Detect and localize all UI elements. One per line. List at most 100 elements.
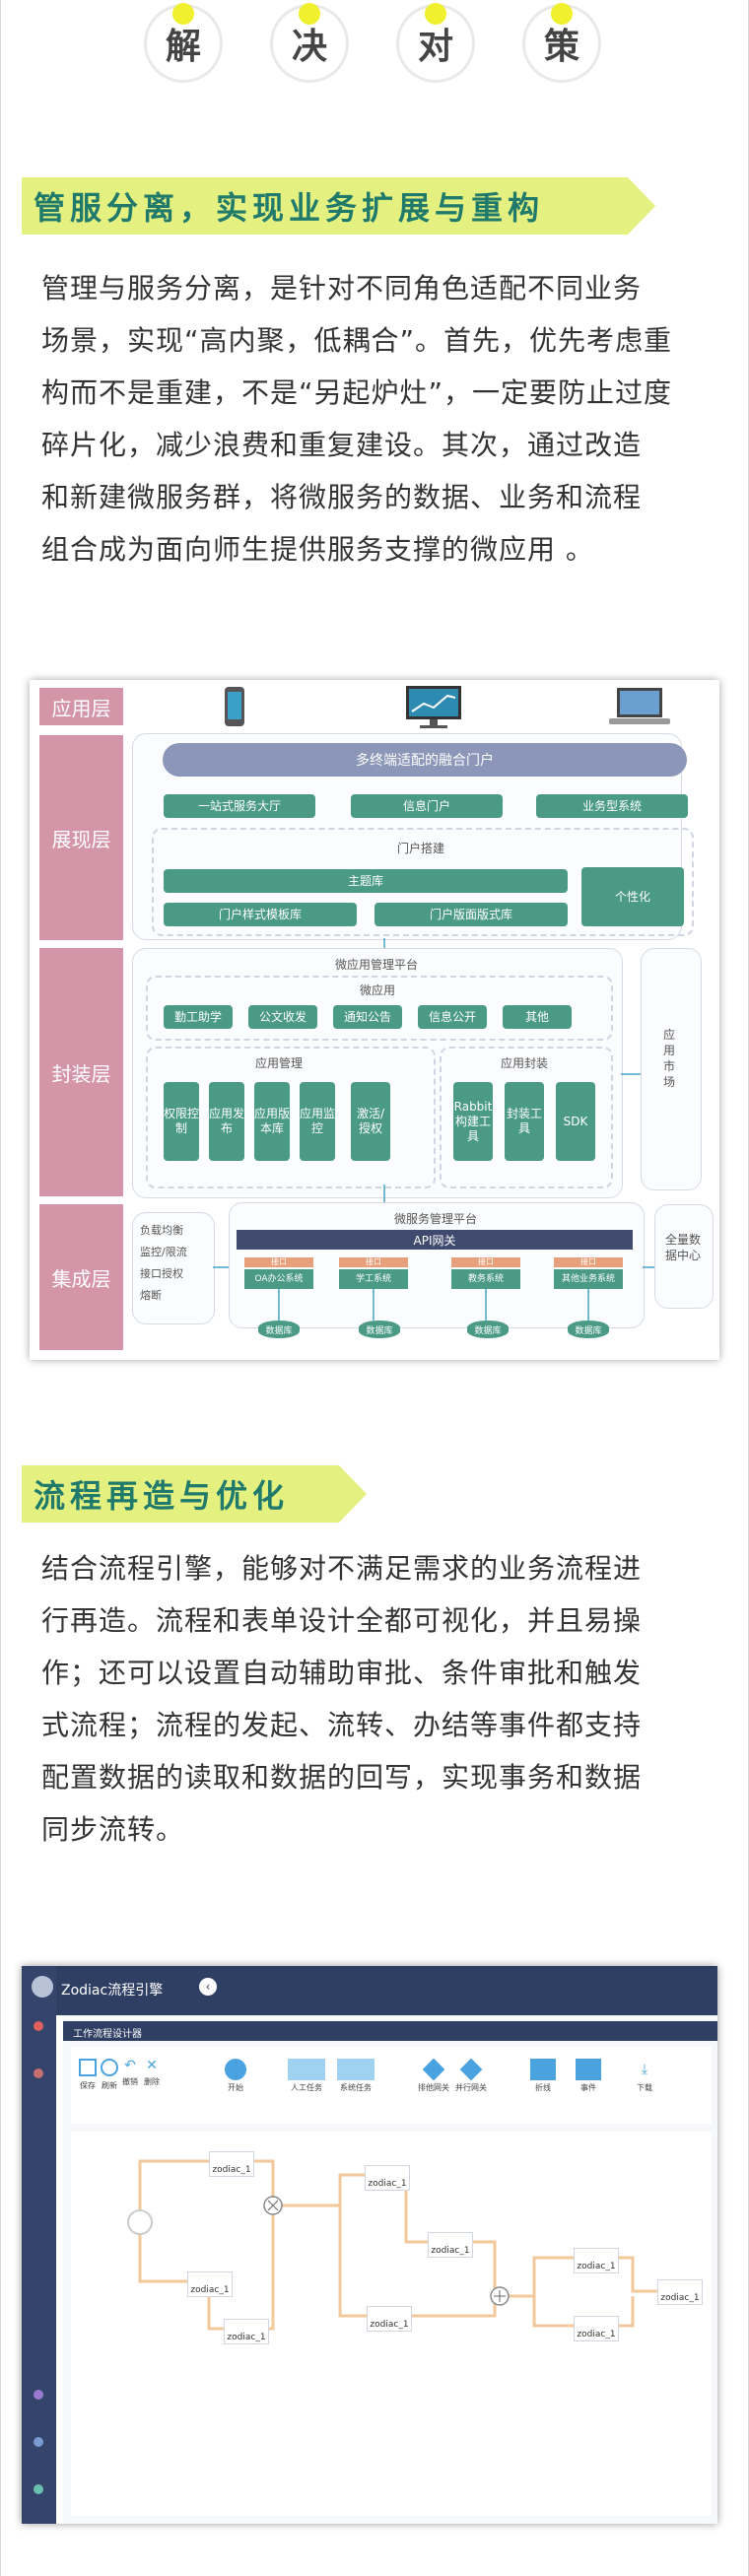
tool-label: 并行网关	[455, 2083, 487, 2092]
system-box: 教务系统	[451, 1269, 520, 1289]
micro-item: 通知公告	[333, 1005, 402, 1029]
portal-business: 业务型系统	[536, 794, 688, 818]
portal-build-panel	[152, 828, 694, 936]
layer-pack: 封装层	[39, 948, 123, 1196]
micro-item: 其他	[503, 1005, 572, 1029]
para-line: 碎片化，减少浪费和重复建设。其次，通过改造	[41, 429, 643, 461]
left-box-item: 负载均衡	[140, 1224, 183, 1237]
tool-undo[interactable]: ↶撤销	[122, 2058, 138, 2086]
header-circle-4: 策	[522, 3, 601, 83]
left-box-list: 负载均衡 监控/限流 接口授权 熔断	[140, 1220, 187, 1307]
tool-polyline[interactable]: 折线	[530, 2059, 556, 2093]
micro-item: 信息公开	[418, 1005, 487, 1029]
micro-platform-label: 微应用管理平台	[334, 958, 418, 972]
app-manage-label: 应用管理	[254, 1056, 303, 1070]
designer-tab[interactable]: 工作流程设计器	[73, 2029, 142, 2040]
database-icon: 数据库	[258, 1321, 300, 1338]
sidebar-icon-4[interactable]	[34, 2437, 43, 2447]
layer-app: 应用层	[39, 688, 123, 725]
header-char: 策	[543, 27, 579, 67]
section1-paragraph: 管理与服务分离，是针对不同角色适配不同业务 场景，实现“高内聚，低耦合”。首先，…	[41, 262, 712, 576]
section1-title: 管服分离，实现业务扩展与重构	[34, 189, 545, 227]
flow-node[interactable]: zodiac_1	[187, 2271, 233, 2297]
sidebar-icon-1[interactable]	[34, 2021, 43, 2031]
tool-label: 系统任务	[340, 2083, 372, 2092]
tool-start[interactable]: 开始	[225, 2059, 246, 2093]
flow-node[interactable]: zodiac_1	[367, 2306, 412, 2332]
personalization: 个性化	[581, 867, 684, 926]
section2-banner: 流程再造与优化	[22, 1465, 367, 1523]
portal-bar: 多终端适配的融合门户	[163, 743, 687, 777]
app-pack-item: Rabbit构建工具	[453, 1082, 493, 1161]
header-circle-2: 决	[270, 3, 349, 83]
tool-parallel-gateway[interactable]: 并行网关	[455, 2058, 487, 2093]
tool-save[interactable]: 保存	[79, 2059, 97, 2091]
style-lib: 门户样式模板库	[164, 903, 357, 926]
data-center-panel	[654, 1204, 714, 1309]
ms-platform-label: 微服务管理平台	[393, 1212, 477, 1226]
circle-dot	[172, 3, 194, 25]
app-manage-item: 应用监控	[300, 1082, 335, 1161]
app-pack-item: 封装工具	[505, 1082, 544, 1161]
tool-system-task[interactable]: 系统任务	[337, 2059, 374, 2093]
para-line: 配置数据的读取和数据的回写，实现事务和数据	[41, 1761, 643, 1794]
flow-node[interactable]: zodiac_1	[428, 2232, 473, 2258]
layer-integ: 集成层	[39, 1204, 123, 1350]
micro-app-panel	[146, 976, 613, 1041]
section2-title: 流程再造与优化	[34, 1477, 290, 1515]
tool-label: 人工任务	[291, 2083, 322, 2092]
app-manage-item: 应用发布	[209, 1082, 244, 1161]
layout-lib: 门户版面版式库	[374, 903, 568, 926]
diagram-connectors	[213, 938, 654, 1321]
data-center: 全量数据中心	[664, 1233, 701, 1262]
collapse-button[interactable]: ‹	[199, 1978, 217, 1996]
sidebar-icon-5[interactable]	[34, 2484, 43, 2494]
tool-label: 撤销	[122, 2077, 138, 2086]
left-box-item: 熔断	[140, 1289, 162, 1302]
para-line: 组合成为面向师生提供服务支撑的微应用 。	[41, 533, 594, 566]
flow-node[interactable]: zodiac_1	[574, 2248, 619, 2273]
architecture-diagram: 应用层 展现层 封装层 集成层 多终端适配的融合门户 一站式服务大厅 信息门户 …	[30, 680, 719, 1360]
app-sidebar	[22, 1966, 56, 2524]
header-circle-1: 解	[144, 3, 223, 83]
app-manage-item: 权限控制	[164, 1082, 199, 1161]
flow-node[interactable]: zodiac_1	[574, 2316, 619, 2341]
tool-exclusive-gateway[interactable]: 排他网关	[418, 2058, 449, 2093]
left-box-item: 监控/限流	[140, 1246, 187, 1258]
sidebar-icon-3[interactable]	[34, 2390, 43, 2400]
left-border-line	[0, 0, 1, 2576]
flow-connectors	[127, 2159, 657, 2331]
tool-label: 开始	[228, 2083, 243, 2092]
layer-show: 展现层	[39, 735, 123, 940]
tool-manual-task[interactable]: 人工任务	[288, 2059, 325, 2093]
flow-node[interactable]: zodiac_1	[365, 2165, 410, 2191]
app-pack-item: SDK	[556, 1082, 595, 1161]
tool-label: 保存	[80, 2081, 96, 2090]
system-box: 其他业务系统	[554, 1269, 623, 1289]
tool-refresh[interactable]: 刷新	[101, 2059, 118, 2091]
tool-download[interactable]: ⤓下载	[637, 2062, 652, 2092]
tool-label: 折线	[535, 2083, 551, 2092]
app-manage-panel	[146, 1047, 436, 1188]
market-panel	[641, 948, 702, 1190]
sidebar-icon-2[interactable]	[34, 2068, 43, 2078]
app-topbar	[22, 1966, 717, 2015]
para-line: 行再造。流程和表单设计全都可视化，并且易操	[41, 1604, 643, 1637]
micro-item: 勤工助学	[164, 1005, 233, 1029]
database-icon: 数据库	[359, 1321, 400, 1338]
section2-paragraph: 结合流程引擎，能够对不满足需求的业务流程进 行再造。流程和表单设计全都可视化，并…	[41, 1542, 712, 1856]
flow-node[interactable]: zodiac_1	[224, 2319, 269, 2344]
app-title: Zodiac流程引擎	[61, 1983, 164, 1999]
flow-node[interactable]: zodiac_1	[209, 2151, 254, 2177]
section1-banner: 管服分离，实现业务扩展与重构	[22, 177, 655, 235]
tool-label: 排他网关	[418, 2083, 449, 2092]
tool-event[interactable]: 事件	[576, 2059, 601, 2093]
header-circle-3: 对	[396, 3, 475, 83]
app-pack-label: 应用封装	[500, 1056, 548, 1070]
tool-delete[interactable]: ✕删除	[144, 2058, 160, 2086]
portal-build-label: 门户搭建	[396, 842, 444, 855]
database-icon: 数据库	[568, 1321, 609, 1338]
flow-node[interactable]: zodiac_1	[657, 2279, 703, 2305]
system-box: 学工系统	[339, 1269, 408, 1289]
circle-dot	[425, 3, 446, 25]
